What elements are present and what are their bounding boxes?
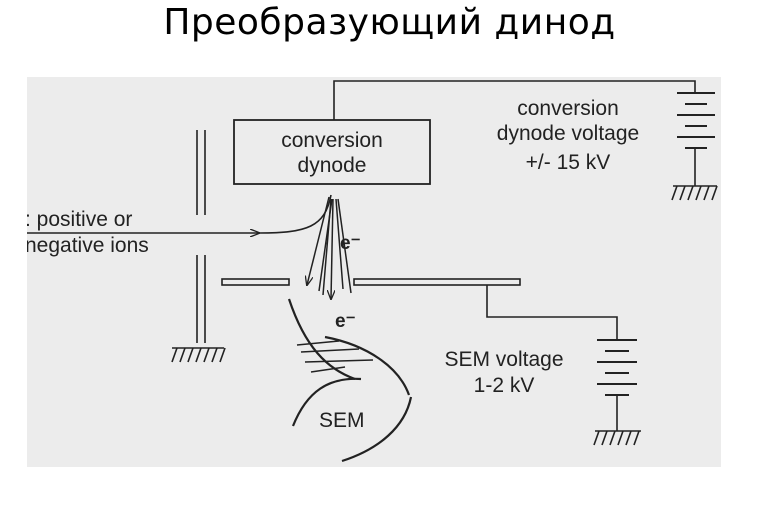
dynode-voltage-label-1: conversion (517, 97, 619, 120)
conversion-dynode-box (233, 119, 431, 185)
focusing-plates (221, 278, 618, 340)
ions-label-1: : positive or (27, 208, 132, 231)
ion-beam-curve (258, 194, 332, 234)
sem-dynodes (287, 298, 413, 463)
sem-voltage-label-2: 1-2 kV (474, 374, 535, 397)
secondary-electron-paths (296, 340, 374, 373)
slide-title: Преобразующий динод (163, 2, 616, 43)
entrance-slit-plates (196, 130, 206, 343)
dynode-battery-symbol (677, 92, 715, 186)
electron-label-upper: e⁻ (340, 233, 361, 254)
ions-label-2: negative ions (27, 234, 149, 257)
sem-ground-symbol (593, 430, 641, 446)
conversion-dynode-label-1: conversion (281, 129, 383, 152)
dynode-voltage-label-2: dynode voltage (497, 122, 639, 145)
dynode-voltage-label-3: +/- 15 kV (526, 151, 611, 174)
sem-label: SEM (319, 409, 365, 432)
dynode-supply-wire (333, 80, 696, 120)
electron-trajectories (307, 196, 352, 299)
conversion-dynode-label-2: dynode (298, 154, 367, 177)
electron-label-lower: e⁻ (335, 311, 356, 332)
sem-battery-symbol (597, 339, 637, 431)
sem-voltage-label-1: SEM voltage (444, 348, 563, 371)
slit-ground-symbol (171, 347, 226, 363)
conversion-dynode-diagram: conversion dynode conversion dynode volt… (25, 77, 721, 467)
dynode-ground-symbol (671, 185, 718, 201)
